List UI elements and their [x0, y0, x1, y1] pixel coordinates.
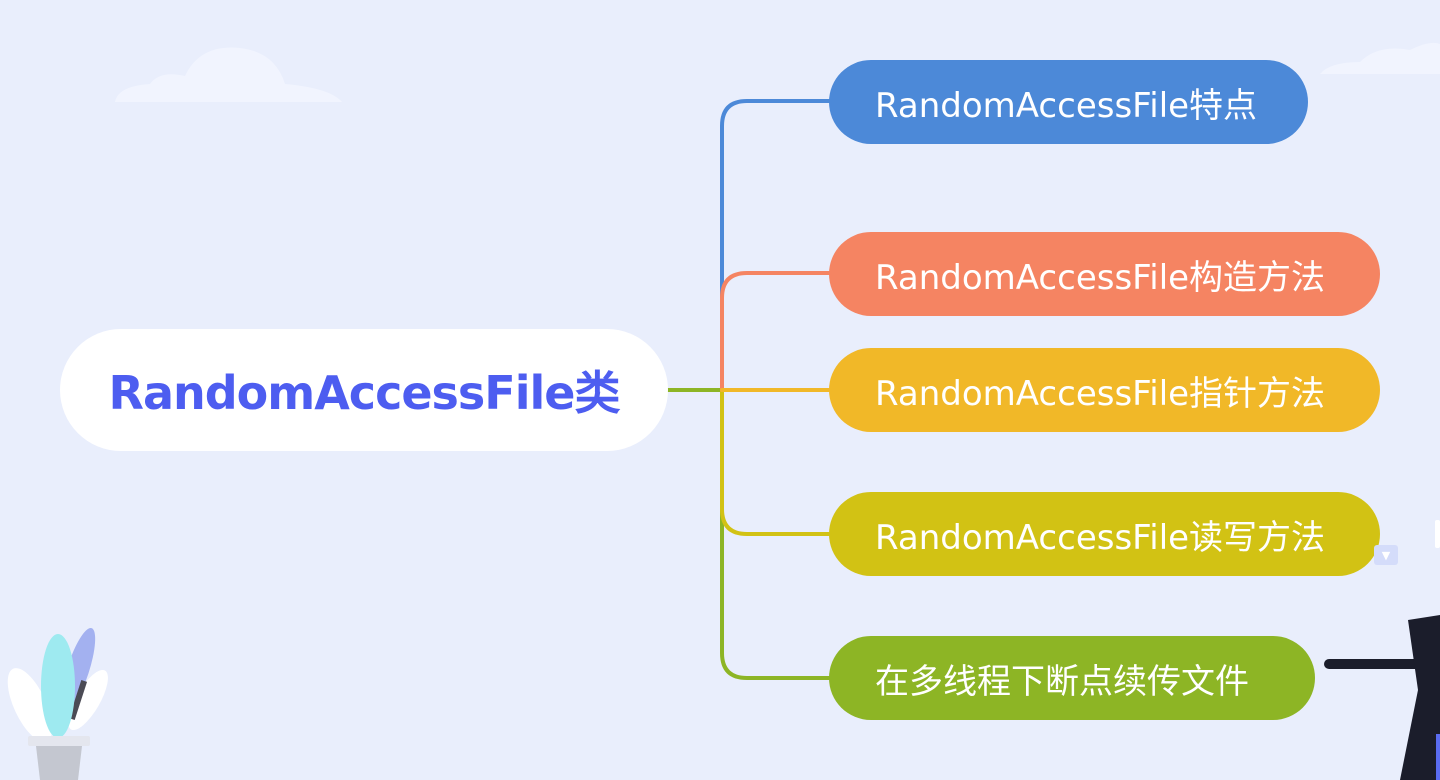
branch-node-multithread-resume[interactable]: 在多线程下断点续传文件: [829, 636, 1315, 720]
cloud-icon: [115, 47, 342, 102]
branch-node-features[interactable]: RandomAccessFile特点: [829, 60, 1308, 144]
cloud-icon: [1320, 42, 1440, 74]
connector-branch-2: [720, 271, 832, 392]
connector-branch-4: [720, 388, 832, 536]
branch-node-constructors[interactable]: RandomAccessFile构造方法: [829, 232, 1380, 316]
branch-node-label: RandomAccessFile构造方法: [875, 257, 1326, 298]
person-illustration: [1324, 615, 1440, 780]
branch-node-label: RandomAccessFile读写方法: [875, 517, 1326, 558]
branch-node-pointer-methods[interactable]: RandomAccessFile指针方法: [829, 348, 1380, 432]
root-node-label: RandomAccessFile类: [108, 366, 621, 420]
connector-branch-5: [720, 388, 832, 680]
branch-node-read-write-methods[interactable]: RandomAccessFile读写方法: [829, 492, 1380, 576]
root-node[interactable]: RandomAccessFile类: [60, 329, 668, 451]
branch-node-label: 在多线程下断点续传文件: [875, 661, 1249, 702]
side-handle: [1435, 520, 1440, 548]
branch-node-label: RandomAccessFile特点: [875, 85, 1258, 126]
collapse-toggle-icon[interactable]: ▼: [1374, 545, 1398, 565]
plant-illustration: [7, 628, 108, 780]
branch-node-label: RandomAccessFile指针方法: [875, 373, 1326, 414]
connector-branch-1: [720, 99, 832, 392]
